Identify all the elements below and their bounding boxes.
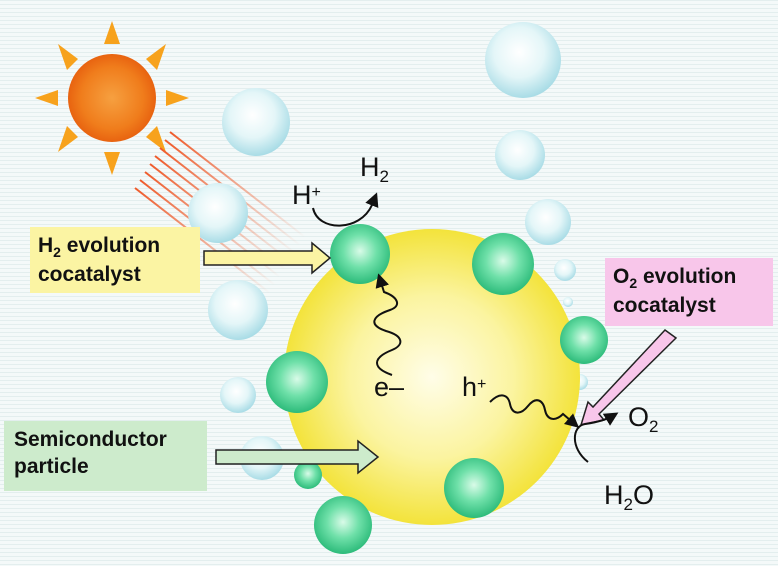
cocatalyst bbox=[444, 458, 504, 518]
sun-disc bbox=[68, 54, 156, 142]
o2-label: O2 bbox=[628, 402, 659, 436]
cocatalyst bbox=[330, 224, 390, 284]
o2-evolution-cocatalyst-label: O2 evolution cocatalyst bbox=[605, 258, 773, 326]
cocatalyst bbox=[266, 351, 328, 413]
bubble bbox=[188, 183, 248, 243]
semiconductor-particle-label: Semiconductor particle bbox=[4, 421, 207, 491]
h2o-label: H2O bbox=[604, 480, 654, 514]
h-plus-label: H+ bbox=[292, 180, 321, 210]
sun-icon bbox=[35, 21, 189, 175]
cocatalyst bbox=[294, 461, 322, 489]
electron-wavy-arrow bbox=[373, 273, 402, 376]
bubble bbox=[525, 199, 571, 245]
semiconductor-arrow bbox=[215, 439, 380, 475]
h2-evolution-cocatalyst-label: H2 evolution cocatalyst bbox=[30, 227, 200, 293]
bubble bbox=[208, 280, 268, 340]
semiconductor-particle bbox=[284, 229, 580, 525]
hole-label: h+ bbox=[462, 372, 487, 402]
electron-label: e– bbox=[374, 372, 405, 402]
cocatalyst bbox=[560, 316, 608, 364]
bubble bbox=[563, 297, 573, 307]
h2-label: H2 bbox=[360, 152, 389, 186]
bubbles bbox=[188, 22, 588, 480]
bubble bbox=[222, 88, 290, 156]
cocatalysts bbox=[266, 224, 608, 554]
bubble bbox=[495, 130, 545, 180]
hole-wavy-arrow bbox=[489, 394, 580, 428]
cocatalyst bbox=[314, 496, 372, 554]
h2o-to-o2-arrow bbox=[573, 412, 619, 463]
cocatalyst bbox=[472, 233, 534, 295]
h-plus-to-h2-arrow bbox=[312, 192, 379, 227]
sun-rays bbox=[35, 21, 189, 175]
bubble bbox=[220, 377, 256, 413]
bubble bbox=[554, 259, 576, 281]
h2-cocatalyst-arrow bbox=[203, 241, 332, 275]
bubble bbox=[485, 22, 561, 98]
